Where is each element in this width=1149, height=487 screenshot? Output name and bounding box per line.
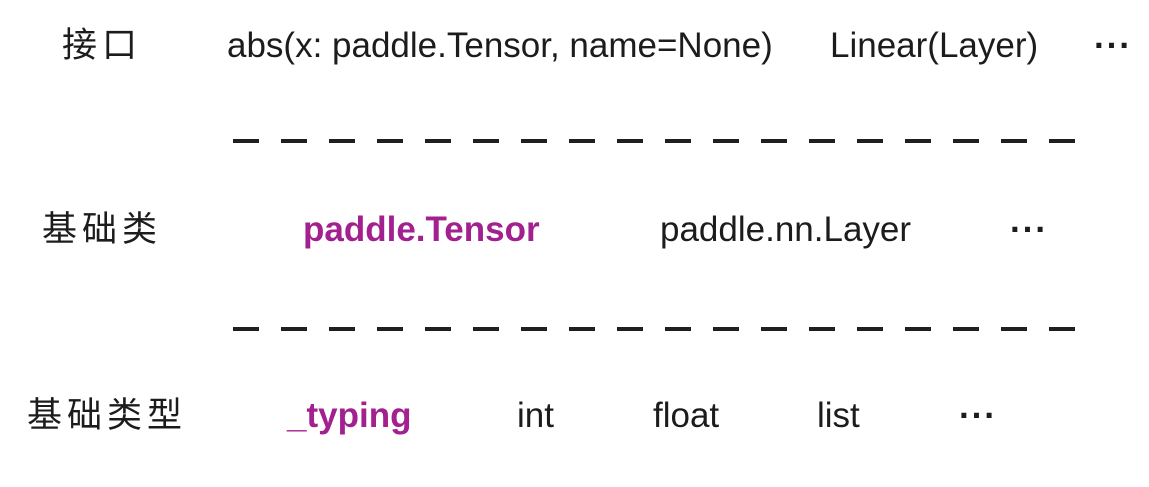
ellipsis-base-classes: ··· [1010, 210, 1048, 249]
api-signature-abs: abs(x: paddle.Tensor, name=None) [227, 26, 773, 65]
api-signature-linear: Linear(Layer) [830, 26, 1039, 65]
base-type-int: int [517, 396, 554, 435]
dashed-divider-bottom [233, 327, 1097, 331]
row-label-base-type: 基础类型 [27, 396, 188, 435]
base-type-list: list [817, 396, 860, 435]
base-class-paddle-tensor: paddle.Tensor [303, 210, 540, 249]
row-label-base-class: 基础类 [42, 210, 163, 249]
base-type-float: float [653, 396, 720, 435]
dashed-divider-top [233, 139, 1097, 143]
ellipsis-base-types: ··· [959, 396, 997, 435]
row-label-interface: 接口 [62, 26, 143, 65]
base-class-paddle-nn-layer: paddle.nn.Layer [660, 210, 912, 249]
ellipsis-interfaces: ··· [1094, 26, 1132, 65]
base-type-typing: _typing [287, 396, 412, 435]
